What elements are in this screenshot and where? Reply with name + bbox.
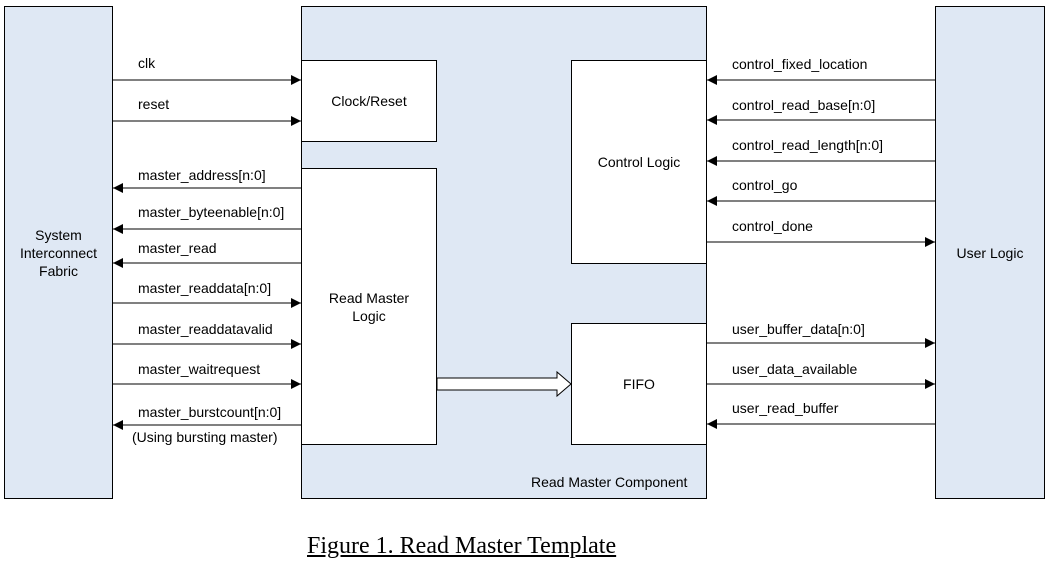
signal-label-user-read-buffer: user_read_buffer bbox=[732, 400, 839, 416]
signal-label-control-read-base: control_read_base[n:0] bbox=[732, 97, 876, 113]
signal-label-master-read: master_read bbox=[138, 240, 217, 256]
signal-label-master-address: master_address[n:0] bbox=[138, 167, 266, 183]
read-master-logic-label: Read Master Logic bbox=[328, 289, 410, 324]
fabric-label: System Interconnect Fabric bbox=[19, 226, 98, 279]
fifo-label: FIFO bbox=[623, 376, 655, 392]
clock-reset-label: Clock/Reset bbox=[331, 93, 407, 109]
user-logic-label: User Logic bbox=[956, 244, 1024, 261]
signal-label-control-read-length: control_read_length[n:0] bbox=[732, 137, 883, 153]
signal-label-master-readdatavalid: master_readdatavalid bbox=[138, 321, 273, 337]
component-label: Read Master Component bbox=[531, 474, 688, 490]
control-logic-label: Control Logic bbox=[597, 154, 681, 170]
control-logic-block: Control Logic bbox=[571, 60, 707, 264]
signal-label-control-go: control_go bbox=[732, 177, 798, 193]
signal-label-user-data-available: user_data_available bbox=[732, 361, 858, 377]
signal-label-reset: reset bbox=[138, 96, 170, 112]
figure-caption: Figure 1. Read Master Template bbox=[307, 533, 617, 559]
system-interconnect-fabric-block: System Interconnect Fabric bbox=[4, 6, 113, 499]
clock-reset-block: Clock/Reset bbox=[301, 60, 437, 142]
burst-note: (Using bursting master) bbox=[132, 429, 278, 445]
data-flow-arrow bbox=[436, 370, 572, 398]
signal-label-master-readdata: master_readdata[n:0] bbox=[138, 280, 272, 296]
signal-label-master-waitrequest: master_waitrequest bbox=[138, 361, 261, 377]
signal-label-user-buffer-data: user_buffer_data[n:0] bbox=[732, 321, 865, 337]
signal-label-control-done: control_done bbox=[732, 218, 813, 234]
signal-label-master-byteenable: master_byteenable[n:0] bbox=[138, 204, 285, 220]
signal-label-clk: clk bbox=[138, 55, 156, 71]
read-master-logic-block: Read Master Logic bbox=[301, 168, 437, 445]
signal-label-master-burstcount: master_burstcount[n:0] bbox=[138, 404, 282, 420]
signal-label-control-fixed-location: control_fixed_location bbox=[732, 56, 868, 72]
user-logic-block: User Logic bbox=[935, 6, 1045, 499]
